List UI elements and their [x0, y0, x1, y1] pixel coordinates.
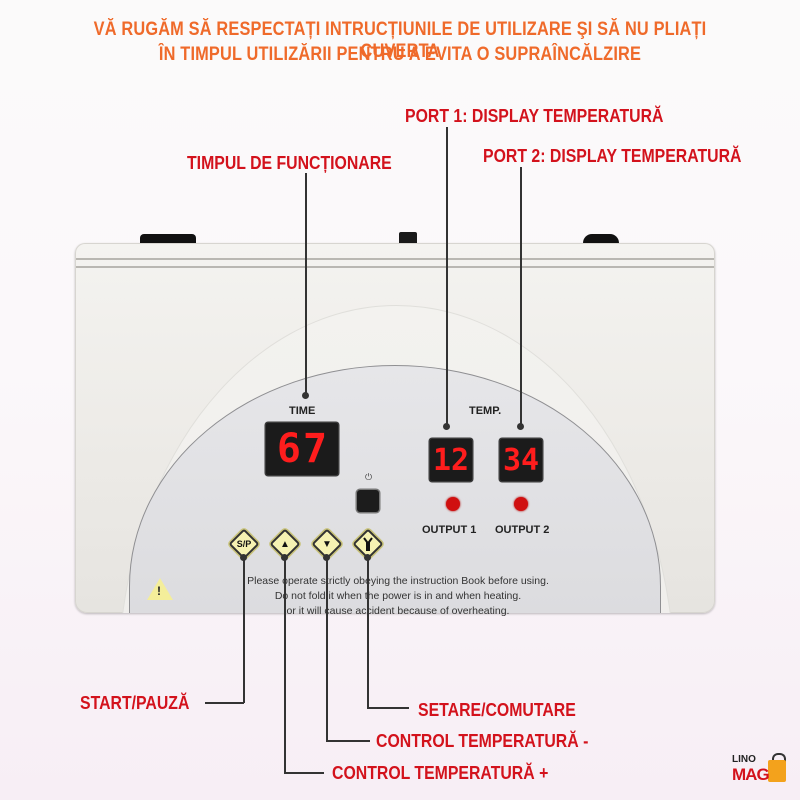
output1-label: OUTPUT 1: [422, 524, 477, 536]
wrench-icon: [354, 530, 382, 558]
start-pause-button[interactable]: S/P: [228, 528, 260, 560]
start-pause-icon: S/P: [236, 539, 252, 549]
time-label: TIME: [289, 405, 316, 417]
leader-settings-v: [367, 558, 369, 708]
leader-dot-temp-plus: [281, 554, 288, 561]
warning-exclamation: !: [157, 584, 161, 598]
device-groove-1: [76, 258, 714, 260]
callout-runtime: TIMPUL DE FUNCȚIONARE: [187, 153, 392, 173]
output1-led: [446, 497, 460, 511]
leader-start-v: [243, 558, 245, 703]
warning-line-2: Do not fold it when the power is in and …: [274, 590, 522, 602]
shopping-bag-icon: [768, 760, 786, 782]
device-connector: [399, 232, 417, 243]
warning-line-1: Please operate strictly obeying the inst…: [247, 575, 549, 587]
warning-text: Please operate strictly obeying the inst…: [198, 574, 598, 619]
headline-line-1: VĂ RUGĂM SĂ RESPECTAȚI INTRUCȚIUNILE DE …: [93, 19, 707, 62]
bag-handle-icon: [772, 753, 786, 765]
port1-temp-display: 12: [430, 439, 472, 481]
device-knob-left: [140, 234, 196, 243]
callout-temp-plus: CONTROL TEMPERATURĂ +: [332, 763, 549, 783]
leader-temp-plus-h: [284, 772, 324, 774]
headline-line-2: ÎN TIMPUL UTILIZĂRII PENTRU A EVITA O SU…: [158, 44, 642, 65]
logo-top-text: LINO: [732, 754, 756, 765]
leader-runtime: [305, 173, 307, 395]
callout-temp-minus: CONTROL TEMPERATURĂ -: [376, 731, 589, 751]
leader-dot-start: [240, 554, 247, 561]
time-digit-2: 7: [303, 426, 328, 472]
power-button[interactable]: [357, 490, 379, 512]
power-icon: ⏻: [365, 472, 373, 482]
logo-bottom-text: MAG: [732, 765, 770, 784]
output2-led: [514, 497, 528, 511]
leader-settings-h: [367, 707, 409, 709]
linomag-logo: LINO MAG: [732, 750, 792, 792]
leader-temp-minus-h: [326, 740, 370, 742]
leader-temp-plus-v: [284, 558, 286, 773]
settings-button[interactable]: [352, 528, 384, 560]
port2-temp-value: 34: [502, 442, 540, 478]
leader-port2: [520, 167, 522, 425]
callout-start-pause: START/PAUZĂ: [80, 693, 190, 713]
temp-up-button[interactable]: ▲: [269, 528, 301, 560]
leader-dot-runtime: [302, 392, 309, 399]
output2-label: OUTPUT 2: [495, 524, 550, 536]
device-groove-2: [76, 266, 714, 268]
warning-line-3: or it will cause accident because of ove…: [286, 605, 510, 617]
triangle-up-icon: ▲: [280, 538, 290, 550]
leader-dot-settings: [364, 554, 371, 561]
leader-port1: [446, 127, 448, 425]
leader-dot-temp-minus: [323, 554, 330, 561]
temp-down-button[interactable]: ▼: [311, 528, 343, 560]
leader-temp-minus-v: [326, 558, 328, 741]
callout-set-switch: SETARE/COMUTARE: [418, 700, 576, 720]
triangle-down-icon: ▼: [322, 538, 332, 550]
leader-start-h: [205, 702, 244, 704]
device-knob-right: [583, 234, 619, 243]
warning-triangle-icon: [147, 578, 173, 600]
time-digit-1: 6: [276, 426, 301, 472]
callout-port2: PORT 2: DISPLAY TEMPERATURĂ: [483, 146, 742, 166]
device-face: [75, 243, 715, 613]
temp-label: TEMP.: [469, 405, 502, 417]
port2-temp-display: 34: [500, 439, 542, 481]
leader-dot-port1: [443, 423, 450, 430]
port1-temp-value: 12: [432, 442, 470, 478]
leader-dot-port2: [517, 423, 524, 430]
callout-port1: PORT 1: DISPLAY TEMPERATURĂ: [405, 106, 664, 126]
